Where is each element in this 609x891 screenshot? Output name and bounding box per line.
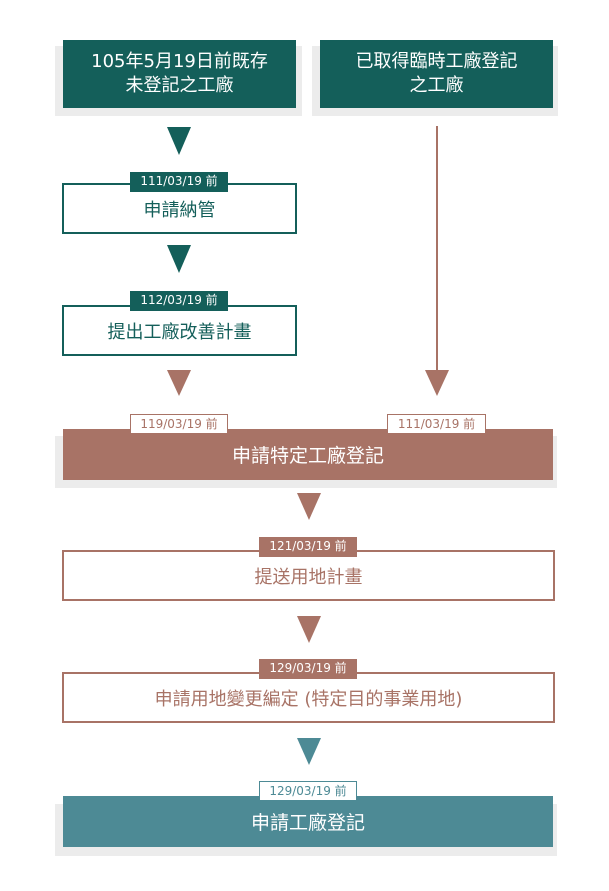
arrow-down-icon xyxy=(297,616,321,643)
deadline-tag: 129/03/19 前 xyxy=(259,659,357,679)
arrow-down-icon xyxy=(297,493,321,520)
deadline-tag: 129/03/19 前 xyxy=(259,781,357,801)
improvement-plan-node: 提出工廠改善計畫 xyxy=(62,305,297,356)
deadline-tag: 111/03/19 前 xyxy=(387,414,486,434)
deadline-tag: 112/03/19 前 xyxy=(130,291,228,311)
deadline-tag: 121/03/19 前 xyxy=(259,537,357,557)
temp-registered-node: 已取得臨時工廠登記 之工廠 xyxy=(320,40,553,108)
land-use-change-node: 申請用地變更編定 (特定目的事業用地) xyxy=(62,672,555,723)
deadline-tag: 119/03/19 前 xyxy=(130,414,228,434)
arrow-down-icon xyxy=(167,127,191,155)
special-registration-node: 申請特定工廠登記 xyxy=(63,429,553,480)
existing-factory-node: 105年5月19日前既存 未登記之工廠 xyxy=(63,40,296,108)
land-use-plan-node: 提送用地計畫 xyxy=(62,550,555,601)
factory-registration-node: 申請工廠登記 xyxy=(63,796,553,847)
arrow-down-icon xyxy=(167,245,191,273)
arrow-down-icon xyxy=(167,370,191,396)
arrow-down-icon xyxy=(425,370,449,396)
deadline-tag: 111/03/19 前 xyxy=(130,172,228,192)
arrow-down-icon xyxy=(297,738,321,765)
